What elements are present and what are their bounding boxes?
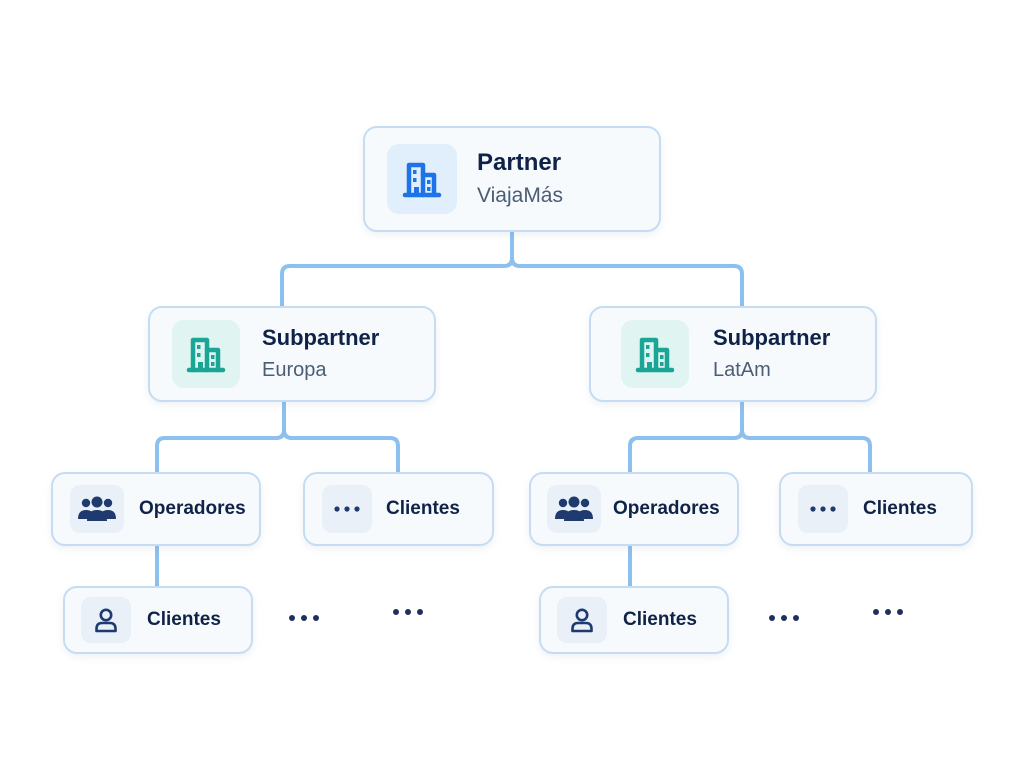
europa-operadores-card[interactable]: Operadores — [51, 472, 261, 546]
node-label: Clientes — [386, 498, 460, 519]
subpartner-card-latam[interactable]: Subpartner LatAm — [589, 306, 877, 402]
user-icon — [571, 608, 593, 633]
users-group-icon — [555, 496, 593, 521]
more-items-ellipsis — [769, 615, 799, 621]
latam-clientes-card[interactable]: Clientes — [779, 472, 973, 546]
user-icon-tile — [557, 597, 607, 643]
ellipsis-dot — [301, 615, 307, 621]
user-icon — [95, 608, 117, 633]
ellipsis-dot — [781, 615, 787, 621]
connector-europa-children — [155, 400, 400, 474]
node-label: Clientes — [147, 609, 221, 630]
europa-operadores-clientes-card[interactable]: Clientes — [63, 586, 253, 654]
ellipsis-dot — [393, 609, 399, 615]
ellipsis-dot — [873, 609, 879, 615]
subpartner-card-europa[interactable]: Subpartner Europa — [148, 306, 436, 402]
building-icon — [402, 162, 442, 198]
ellipsis-dot — [897, 609, 903, 615]
ellipsis-icon — [334, 506, 360, 512]
ellipsis-dot — [289, 615, 295, 621]
partner-title: Partner — [477, 148, 562, 176]
users-icon-tile — [547, 485, 601, 533]
node-label: Operadores — [139, 498, 246, 519]
partner-card[interactable]: Partner ViajaMás — [363, 126, 661, 232]
ellipsis-dot — [417, 609, 423, 615]
more-icon-tile — [798, 485, 848, 533]
subpartner-title: Subpartner — [262, 324, 380, 350]
ellipsis-dot — [769, 615, 775, 621]
users-icon-tile — [70, 485, 124, 533]
node-label: Clientes — [623, 609, 697, 630]
latam-operadores-clientes-card[interactable]: Clientes — [539, 586, 729, 654]
users-group-icon — [78, 496, 116, 521]
latam-operadores-card[interactable]: Operadores — [529, 472, 739, 546]
ellipsis-dot — [405, 609, 411, 615]
building-icon — [186, 337, 226, 373]
connector-latam-children — [628, 400, 872, 474]
building-icon — [635, 337, 675, 373]
partner-name: ViajaMás — [477, 183, 563, 207]
connector-partner-subpartners — [280, 230, 744, 308]
user-icon-tile — [81, 597, 131, 643]
ellipsis-icon — [810, 506, 836, 512]
ellipsis-dot — [885, 609, 891, 615]
subpartner-name: Europa — [262, 359, 327, 382]
more-items-ellipsis — [873, 609, 903, 615]
subpartner-title: Subpartner — [713, 324, 831, 350]
europa-clientes-card[interactable]: Clientes — [303, 472, 494, 546]
subpartner-name: LatAm — [713, 359, 771, 382]
more-items-ellipsis — [289, 615, 319, 621]
ellipsis-dot — [793, 615, 799, 621]
node-label: Operadores — [613, 498, 720, 519]
ellipsis-dot — [313, 615, 319, 621]
node-label: Clientes — [863, 498, 937, 519]
more-icon-tile — [322, 485, 372, 533]
subpartner-icon-tile — [172, 320, 240, 388]
more-items-ellipsis — [393, 609, 423, 615]
subpartner-icon-tile — [621, 320, 689, 388]
partner-icon-tile — [387, 144, 457, 214]
